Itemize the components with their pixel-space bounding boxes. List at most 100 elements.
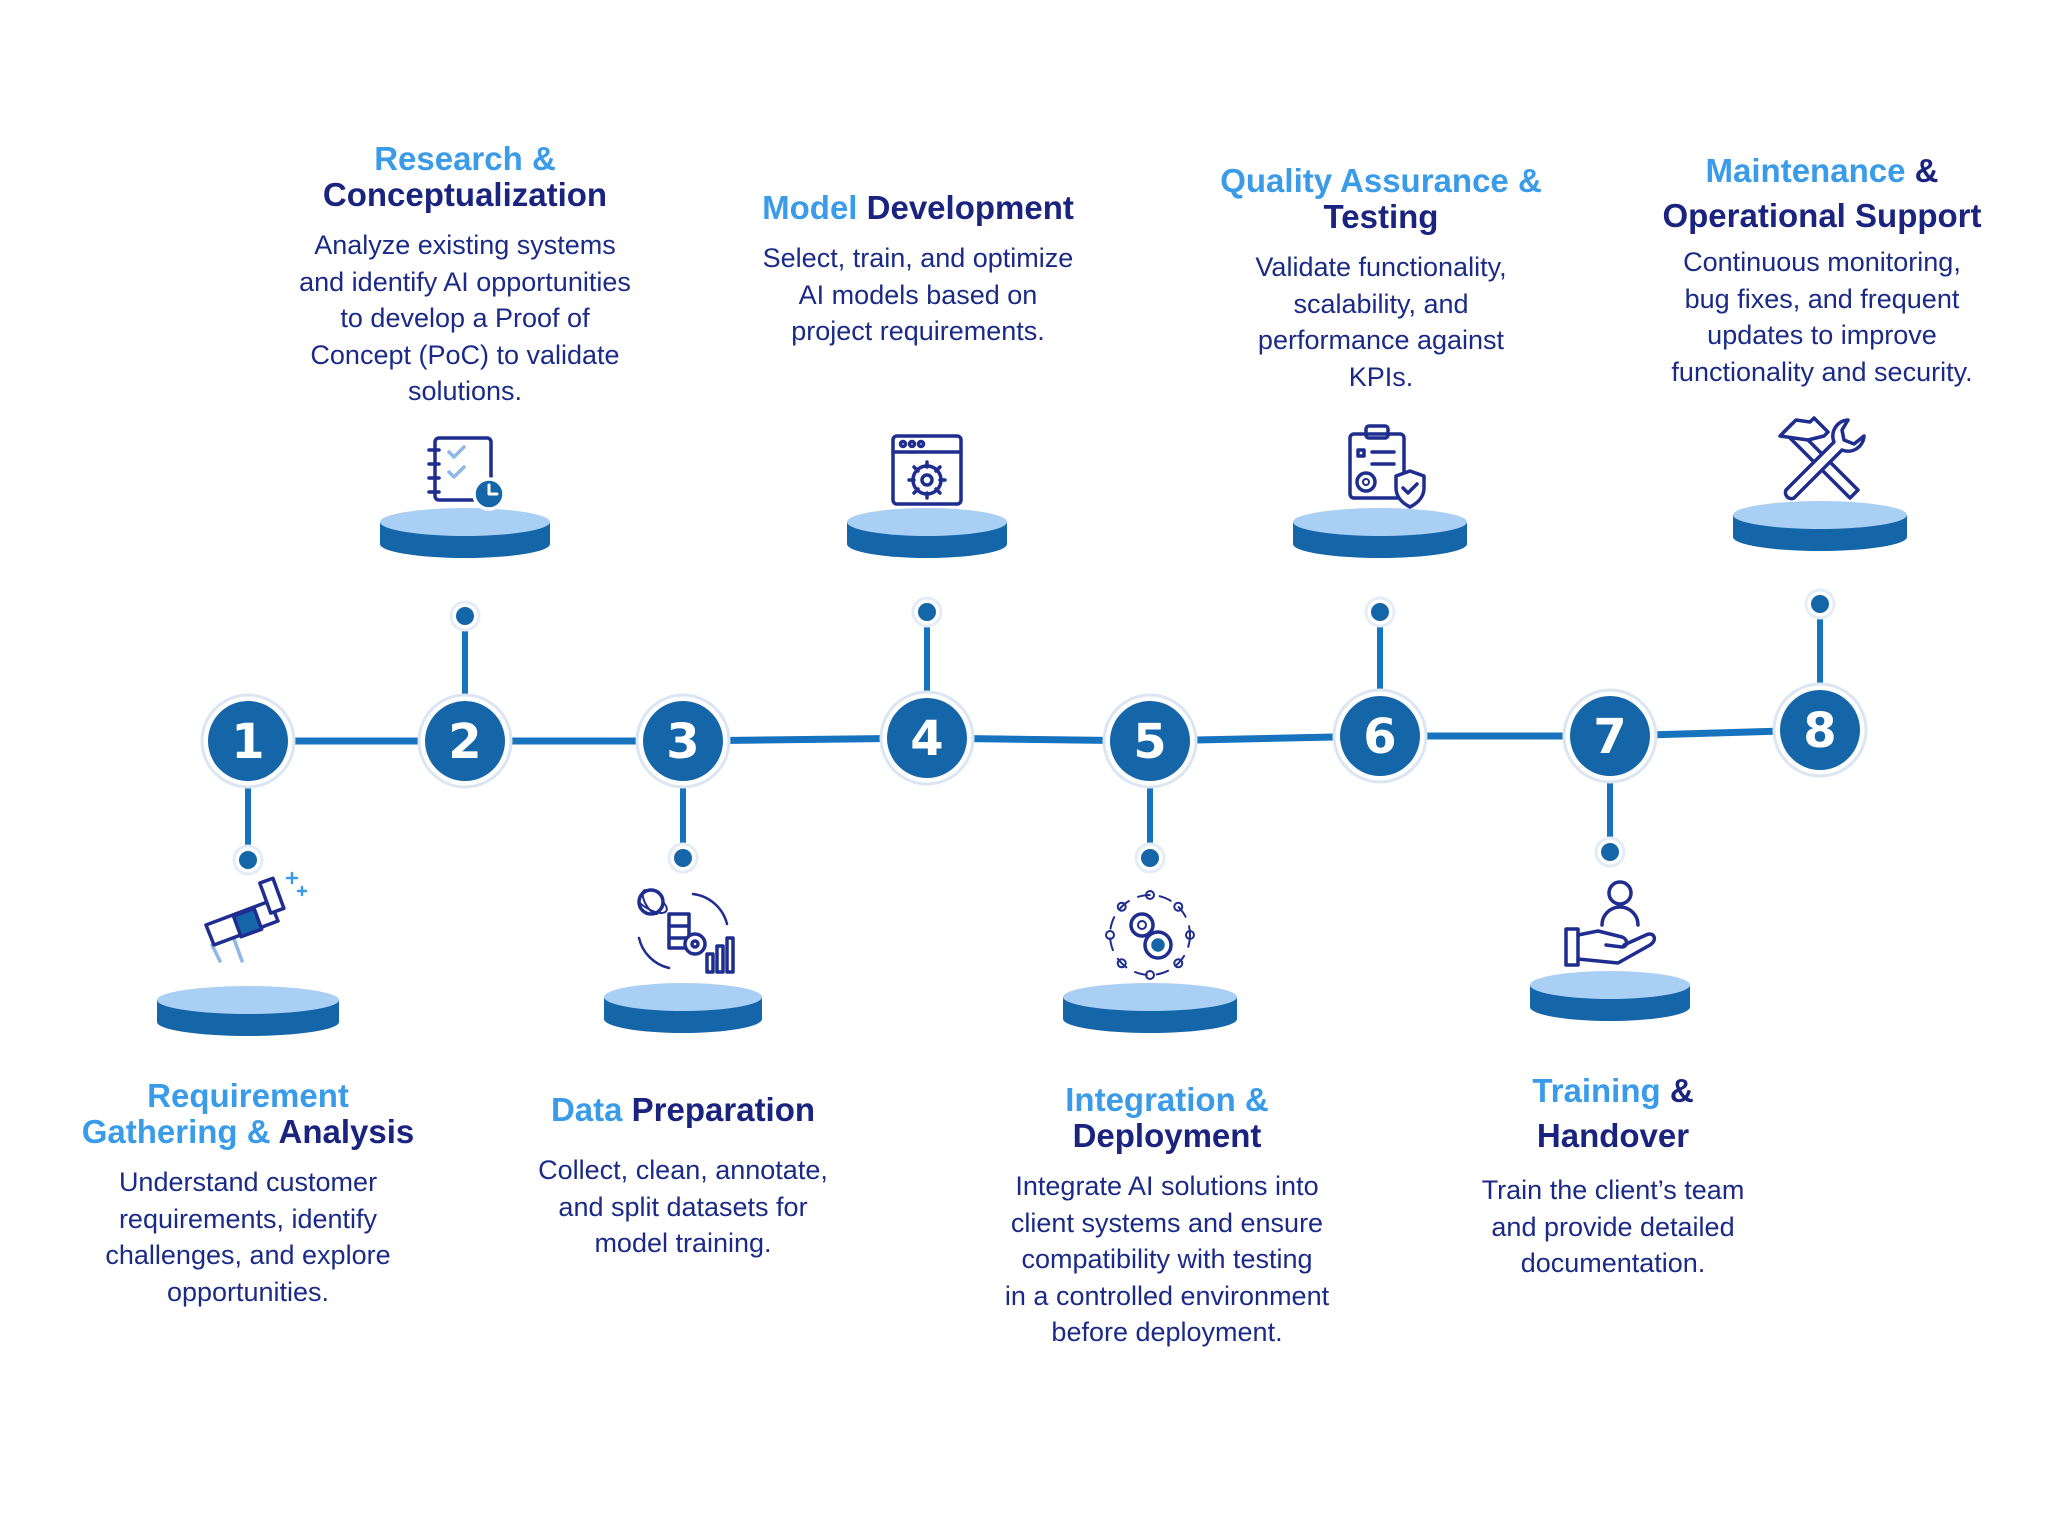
title-line-2: Operational Support [1607, 193, 2037, 238]
stage-title: Data Preparation [468, 1092, 898, 1128]
description-line: scalability, and [1293, 288, 1469, 319]
description-line: compatibility with testing [1021, 1244, 1313, 1274]
step-number: 2 [448, 714, 481, 770]
title-line-1: Data Preparation [468, 1092, 898, 1128]
step-node: 2 [417, 693, 513, 789]
title-part-highlight: Training [1532, 1072, 1670, 1109]
step-node-circle [425, 701, 505, 781]
stem-dot [1371, 603, 1389, 621]
hammer-wrench-icon [1778, 416, 1866, 501]
description-line: Continuous monitoring, [1683, 247, 1961, 277]
platform-disc [847, 508, 1007, 558]
platform-disc [1063, 983, 1237, 1033]
title-part-dark: & [1669, 1072, 1694, 1109]
platform-disc [157, 986, 339, 1036]
description-line: requirements, identify [118, 1203, 378, 1234]
stage-1-text: Requirement Gathering & Analysis Underst… [33, 1078, 463, 1310]
step-node-circle [1780, 690, 1860, 770]
description-line: Understand customer [118, 1167, 378, 1197]
step-node: 6 [1332, 688, 1428, 784]
title-line-2: Handover [1398, 1113, 1828, 1158]
description-line: and split datasets for [558, 1191, 808, 1222]
title-line-2: Deployment [952, 1118, 1382, 1154]
step-node-circle [208, 701, 288, 781]
stage-title: Quality Assurance & Testing [1166, 163, 1596, 235]
title-line-1: Maintenance & [1607, 148, 2037, 193]
description-line: functionality and security. [1671, 356, 1973, 387]
browser-gear-icon [891, 434, 963, 506]
description-line: solutions. [407, 376, 523, 406]
title-part-dark: Deployment [1072, 1117, 1262, 1154]
description-line: KPIs. [1348, 361, 1414, 392]
stage-5-text: Integration & Deployment Integrate AI so… [952, 1082, 1382, 1351]
stage-description: Collect, clean, annotate, and split data… [468, 1152, 898, 1262]
title-part-dark: Handover [1536, 1117, 1690, 1154]
clipboard-shield-icon [1348, 424, 1426, 509]
stage-3-text: Data Preparation Collect, clean, annotat… [468, 1092, 898, 1262]
description-line: AI models based on [798, 279, 1038, 310]
telescope-icon [204, 871, 308, 963]
description-line: Collect, clean, annotate, [538, 1155, 828, 1185]
description-line: project requirements. [791, 316, 1045, 346]
description-line: to develop a Proof of [340, 303, 590, 333]
description-line: and provide detailed [1491, 1211, 1735, 1242]
checklist-clock-icon [427, 436, 506, 511]
description-line: Train the client’s team [1481, 1175, 1745, 1205]
description-line: and identify AI opportunities [299, 266, 631, 297]
step-number: 7 [1593, 709, 1626, 765]
title-part-highlight: Model [762, 189, 867, 226]
step-node-circle [1110, 701, 1190, 781]
stem-dot [918, 603, 936, 621]
title-line-1: Model Development [703, 190, 1133, 226]
stage-2-text: Research & Conceptualization Analyze exi… [250, 141, 680, 410]
disc-top [1063, 983, 1237, 1011]
stage-6-text: Quality Assurance & Testing Validate fun… [1166, 163, 1596, 395]
description-line: updates to improve [1707, 320, 1937, 350]
disc-top [1733, 501, 1907, 529]
gears-cycle-icon [1105, 890, 1195, 980]
platform-disc [1293, 508, 1467, 558]
platform-disc [604, 983, 762, 1033]
step-node: 4 [879, 690, 975, 786]
step-number: 3 [666, 714, 699, 770]
title-part-dark: Testing [1323, 198, 1439, 235]
disc-top [604, 983, 762, 1011]
disc-top [380, 508, 550, 536]
title-line-1: Research & [374, 140, 556, 177]
description-line: Concept (PoC) to validate [310, 339, 620, 370]
title-line-1: Requirement [147, 1077, 349, 1114]
step-node-circle [887, 698, 967, 778]
stem-dot [1811, 595, 1829, 613]
description-line: in a controlled environment [1004, 1280, 1330, 1311]
description-line: opportunities. [166, 1276, 330, 1307]
title-part-dark: Conceptualization [322, 176, 608, 213]
disc-top [1530, 971, 1690, 999]
description-line: Select, train, and optimize [762, 243, 1074, 273]
title-line-2: Conceptualization [250, 177, 680, 213]
stem-dot [1601, 843, 1619, 861]
stage-description: Select, train, and optimize AI models ba… [703, 240, 1133, 350]
title-line-1: Training & [1398, 1068, 1828, 1113]
step-number: 8 [1803, 703, 1836, 759]
description-line: model training. [594, 1228, 772, 1258]
stage-title: Requirement Gathering & Analysis [33, 1078, 463, 1150]
description-line: performance against [1257, 325, 1505, 355]
platform-discs [157, 501, 1907, 1036]
description-line: documentation. [1520, 1248, 1706, 1278]
title-part-dark: Analysis [278, 1113, 415, 1150]
stem-dot [674, 849, 692, 867]
stage-title: Maintenance & Operational Support [1607, 148, 2037, 238]
stage-title: Research & Conceptualization [250, 141, 680, 213]
title-part-dark: Preparation [631, 1091, 816, 1128]
stage-description: Understand customer requirements, identi… [33, 1164, 463, 1310]
stage-title: Integration & Deployment [952, 1082, 1382, 1154]
platform-disc [1733, 501, 1907, 551]
title-part-highlight: Gathering & [81, 1113, 279, 1150]
stage-title: Training & Handover [1398, 1068, 1828, 1158]
disc-top [1293, 508, 1467, 536]
title-line-2: Testing [1166, 199, 1596, 235]
stage-7-text: Training & Handover Train the client’s t… [1398, 1068, 1828, 1282]
title-part-highlight: Maintenance [1705, 152, 1915, 189]
